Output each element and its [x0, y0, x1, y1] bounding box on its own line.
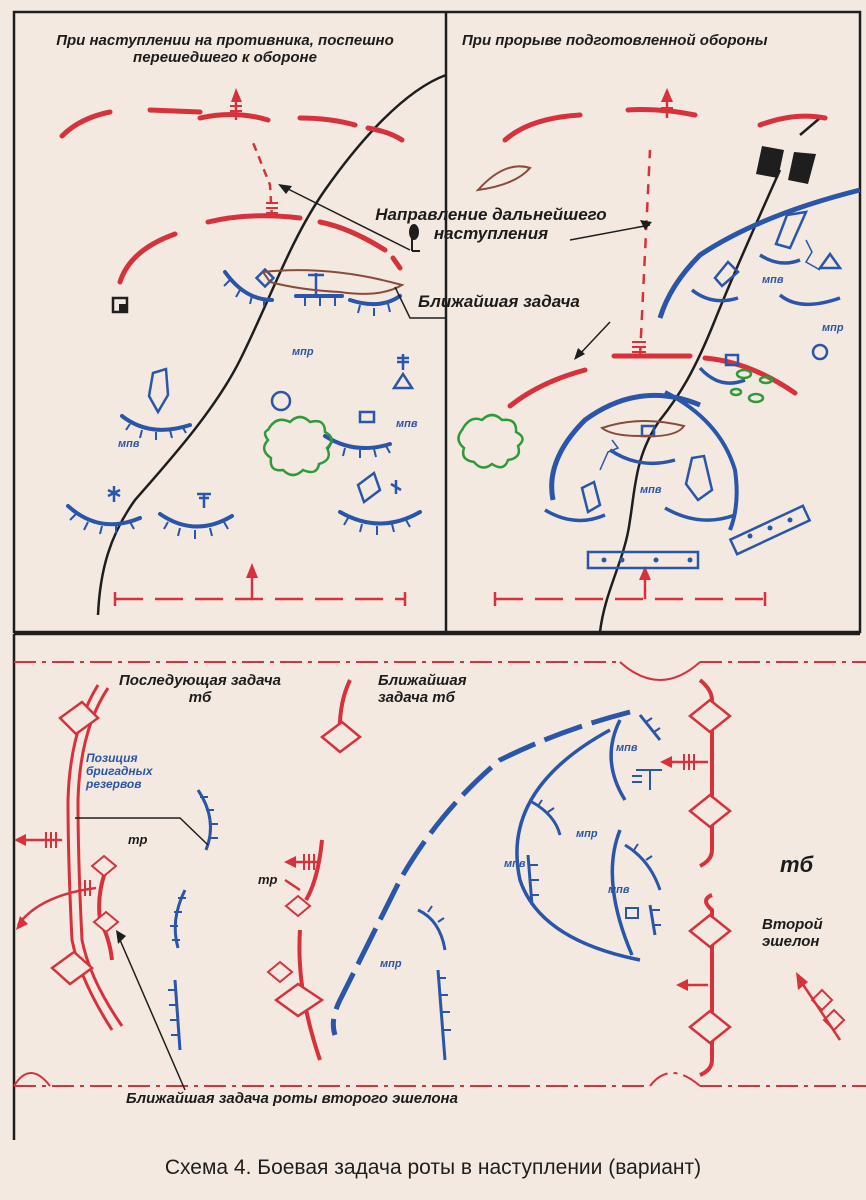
top-right-title: При прорыве подготовленной обороны [462, 32, 768, 49]
second-echelon-label: Второй эшелон [762, 916, 823, 950]
panel-frames [12, 10, 862, 1140]
top-right-map [409, 88, 861, 633]
brigade-reserves-label: Позиция бригадных резервов [86, 751, 153, 791]
tactical-scheme [12, 10, 866, 1140]
road-left [96, 73, 447, 616]
bottom-map [13, 661, 866, 1091]
unit-mpv-bottom-1: мпв [616, 742, 638, 754]
nearest-task-second-echelon-label: Ближайшая задача роты второго эшелона [126, 1090, 458, 1107]
top-left-map [59, 73, 447, 616]
unit-mpv-top-right-1: мпв [762, 274, 784, 286]
direction-arrow-left [250, 139, 274, 219]
unit-tr-2: тр [258, 872, 278, 887]
unit-mpv-top-left-1: мпв [118, 438, 140, 450]
forest-left [262, 415, 333, 477]
unit-mpv-bottom-2: мпв [504, 858, 526, 870]
nearest-task-tb-label: Ближайшая задача тб [378, 672, 467, 706]
direction-label: Направление дальнейшего наступления [375, 205, 607, 243]
unit-mpv-bottom-3: мпв [608, 884, 630, 896]
red-line-nearest [117, 213, 403, 285]
unit-tr-1: тр [128, 832, 148, 847]
unit-tb: тб [780, 852, 814, 877]
arrow-head [231, 88, 242, 102]
unit-mpv-top-left-2: мпв [396, 418, 418, 430]
unit-mpr-top-right: мпр [822, 322, 844, 334]
unit-mpr-top-left: мпр [292, 346, 314, 358]
unit-mpr-bottom-1: мпр [576, 828, 598, 840]
red-line-subsequent [59, 107, 405, 143]
top-left-title: При наступлении на противника, поспешно … [56, 32, 394, 66]
red-start-line-left [113, 592, 407, 606]
unit-mpr-bottom-2: мпр [380, 958, 402, 970]
nearest-task-label: Ближайшая задача [418, 292, 580, 311]
subsequent-task-label: Последующая задача тб [118, 672, 282, 706]
unit-mpv-top-right-2: мпв [640, 484, 662, 496]
figure-caption: Схема 4. Боевая задача роты в наступлени… [164, 1156, 702, 1179]
